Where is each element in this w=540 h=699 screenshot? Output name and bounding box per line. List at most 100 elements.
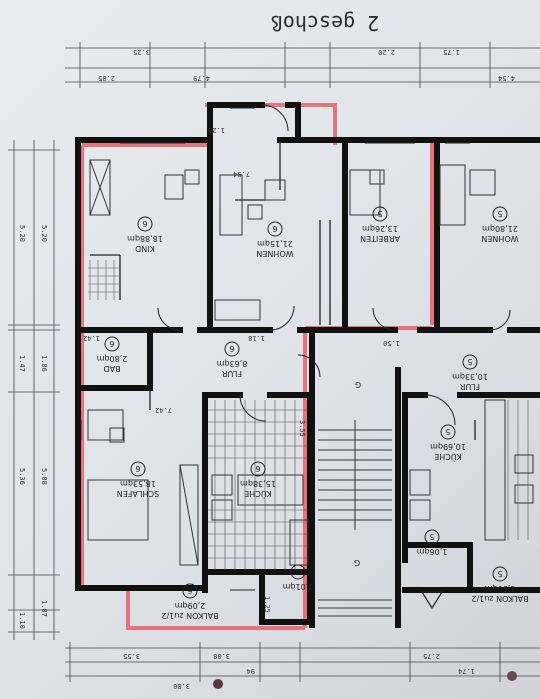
room-number-circle (424, 529, 440, 545)
room-name: KIND (135, 244, 155, 253)
room-number: 6 (142, 219, 147, 228)
room-area: 8,63qm (216, 359, 247, 368)
pin-icon (213, 679, 223, 689)
room-area: 2,09qm (174, 601, 205, 610)
dimension-label: 1.10 (18, 612, 26, 629)
room-number-circle (104, 336, 120, 352)
dimension-label: 1.74 (458, 667, 475, 675)
room-number-circle (372, 206, 388, 222)
room-number-circle (137, 216, 153, 232)
room-area: 18,88qm (127, 234, 163, 243)
room-number-circle (267, 221, 283, 237)
dimension-label: 1.42 (83, 334, 100, 342)
dimension-label: 3.55 (298, 420, 306, 437)
room-area: 13,26qm (362, 224, 398, 233)
dimension-label: 5.20 (18, 225, 26, 242)
room-area: 2,80qm (96, 354, 127, 363)
room-number: 6 (229, 344, 234, 353)
stair-label: G (355, 380, 361, 389)
room-number-circle (130, 461, 146, 477)
furniture (87, 159, 534, 566)
dimension-label: 2.05 (98, 74, 115, 82)
room-area: 18,53qm (120, 479, 156, 488)
dimension-label: 2.20 (378, 48, 395, 56)
dimension-label: 3.08 (213, 652, 230, 660)
dimension-label: 1.18 (248, 334, 265, 342)
room-number: 6 (295, 567, 300, 576)
room-name: WOHNEN (256, 249, 293, 258)
room-number: 5 (497, 569, 502, 578)
dimension-label: 1.47 (18, 355, 26, 372)
room-number: 6 (255, 464, 260, 473)
room-area: 1,06qm (416, 547, 447, 556)
room-area: 21,15qm (257, 239, 293, 248)
room-name: KÜCHE (434, 452, 462, 462)
dimension-label: 1.28 (208, 126, 225, 134)
dimension-label: 1.75 (443, 48, 460, 56)
room-label-wc: 1,01qm 6 (282, 564, 313, 591)
room-area: 21,80qm (482, 224, 518, 233)
dimension-label: 1.86 (40, 355, 48, 372)
dimension-label: 4.54 (498, 74, 515, 82)
room-number-circle (224, 341, 240, 357)
dimension-label: 5.08 (40, 468, 48, 485)
room-area: 1,90qm (484, 584, 515, 593)
dimension-label: 3.55 (123, 652, 140, 660)
room-number: 6 (109, 339, 114, 348)
room-name: FLUR (222, 369, 243, 378)
room-name: BAD (103, 364, 120, 373)
room-number-circle (492, 566, 508, 582)
room-area: 10,33qm (452, 372, 488, 381)
floor-title: 2 geschoß (271, 11, 379, 35)
bath-tiles (88, 260, 529, 540)
room-name: ARBEITEN (360, 234, 400, 243)
interior-partitions (90, 140, 476, 440)
kitchen-tiles (208, 400, 308, 570)
room-area: 15,38qm (240, 479, 276, 488)
room-number-circle (182, 583, 198, 599)
dimension-label: 1.07 (40, 600, 48, 617)
walls (75, 102, 540, 628)
room-name: FLUR (460, 382, 481, 391)
dimension-label: 7.42 (155, 406, 172, 414)
room-number: 5 (429, 532, 434, 541)
room-number: 6 (187, 586, 192, 595)
room-name: WOHNEN (481, 234, 518, 243)
staircase (318, 420, 392, 617)
dimension-label: 7.94 (233, 170, 250, 178)
room-area: 1,01qm (282, 582, 313, 591)
room-name: BALKON zu1/2 (471, 594, 528, 603)
room-number-circle (462, 354, 478, 370)
room-number-circle (250, 461, 266, 477)
dimension-label: 3.80 (173, 682, 190, 690)
dimension-label: 1.50 (383, 339, 400, 347)
room-number: 5 (377, 209, 382, 218)
north-arrow-icon (420, 591, 444, 610)
doors (157, 104, 511, 426)
room-number: 5 (445, 427, 450, 436)
room-number: 6 (135, 464, 140, 473)
room-number-circle (290, 564, 306, 580)
dimension-label: 1.25 (263, 596, 271, 613)
room-number-circle (492, 206, 508, 222)
dimension-label: 2.75 (423, 652, 440, 660)
dimension-lines (8, 42, 540, 682)
windows (80, 107, 470, 591)
dimension-label: 4.79 (193, 74, 210, 82)
pin-icon (507, 671, 517, 681)
room-number-circle (440, 424, 456, 440)
stair-label: G (354, 558, 360, 567)
